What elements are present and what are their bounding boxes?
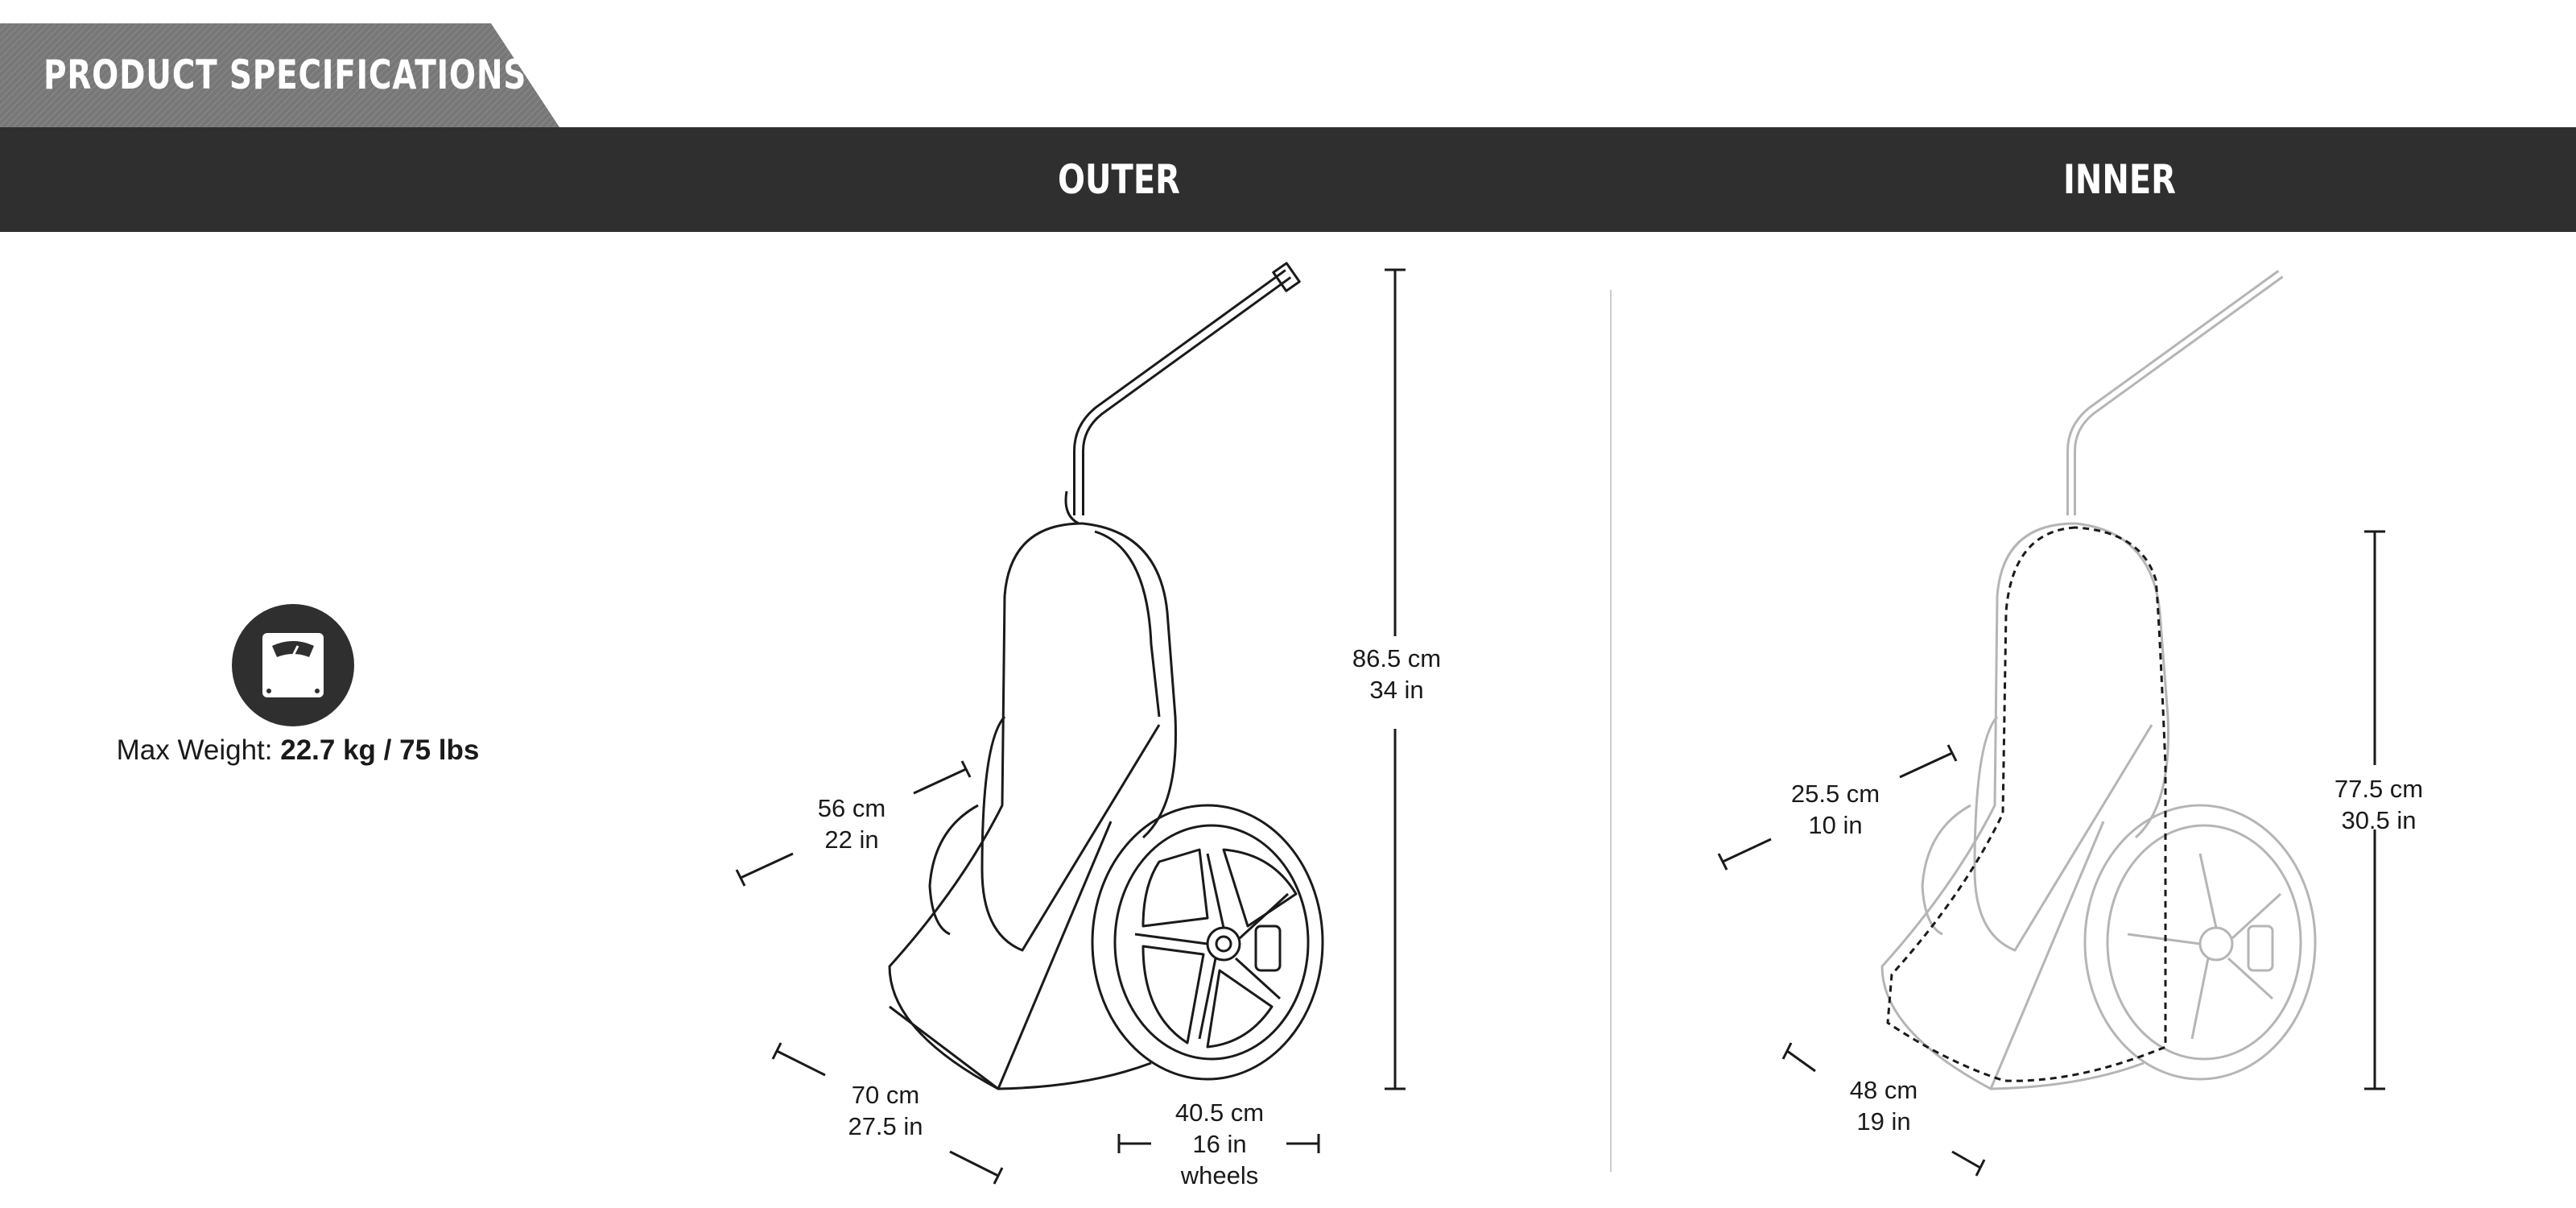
outer-height-imperial: 34 in [1369,676,1424,704]
outer-height-metric: 86.5 cm [1352,644,1442,672]
outer-wheels-note: wheels [1180,1161,1259,1189]
column-header-bar [0,127,2576,232]
outer-column-title: OUTER [1058,156,1180,203]
outer-cart-drawing [888,262,1324,1090]
scale-icon [232,604,354,726]
outer-dimension-lines [735,268,1406,1185]
inner-cart-drawing [1880,270,2317,1090]
column-divider [1610,290,1612,1172]
inner-depth-imperial: 19 in [1856,1107,1911,1136]
inner-width-label: 25.5 cm 10 in [1771,778,1900,841]
inner-dimension-lines [1717,530,2385,1177]
inner-column-title: INNER [2063,156,2176,203]
inner-height-metric: 77.5 cm [2334,775,2424,803]
outer-depth-imperial: 27.5 in [848,1112,923,1140]
inner-height-label: 77.5 cm 30.5 in [2310,773,2447,836]
outer-height-label: 86.5 cm 34 in [1328,643,1465,705]
inner-height-imperial: 30.5 in [2341,806,2417,834]
inner-width-imperial: 10 in [1808,811,1863,839]
inner-volume-outline [1886,526,2167,1082]
max-weight: Max Weight: 22.7 kg / 75 lbs [48,734,547,767]
outer-width-label: 56 cm 22 in [787,792,916,855]
outer-depth-label: 70 cm 27.5 in [821,1079,950,1142]
outer-depth-metric: 70 cm [851,1081,920,1109]
outer-width-imperial: 22 in [824,825,879,854]
max-weight-label: Max Weight: [116,734,273,766]
inner-depth-label: 48 cm 19 in [1819,1074,1948,1137]
outer-wheels-label: 40.5 cm 16 in wheels [1151,1097,1288,1191]
page-title: PRODUCT SPECIFICATIONS [43,52,527,98]
outer-wheels-metric: 40.5 cm [1174,1098,1265,1127]
outer-wheels-imperial: 16 in [1192,1130,1247,1158]
inner-width-metric: 25.5 cm [1790,780,1880,808]
inner-depth-metric: 48 cm [1849,1076,1918,1104]
max-weight-value: 22.7 kg / 75 lbs [280,734,480,766]
title-tab [0,23,559,127]
outer-width-metric: 56 cm [817,794,886,822]
